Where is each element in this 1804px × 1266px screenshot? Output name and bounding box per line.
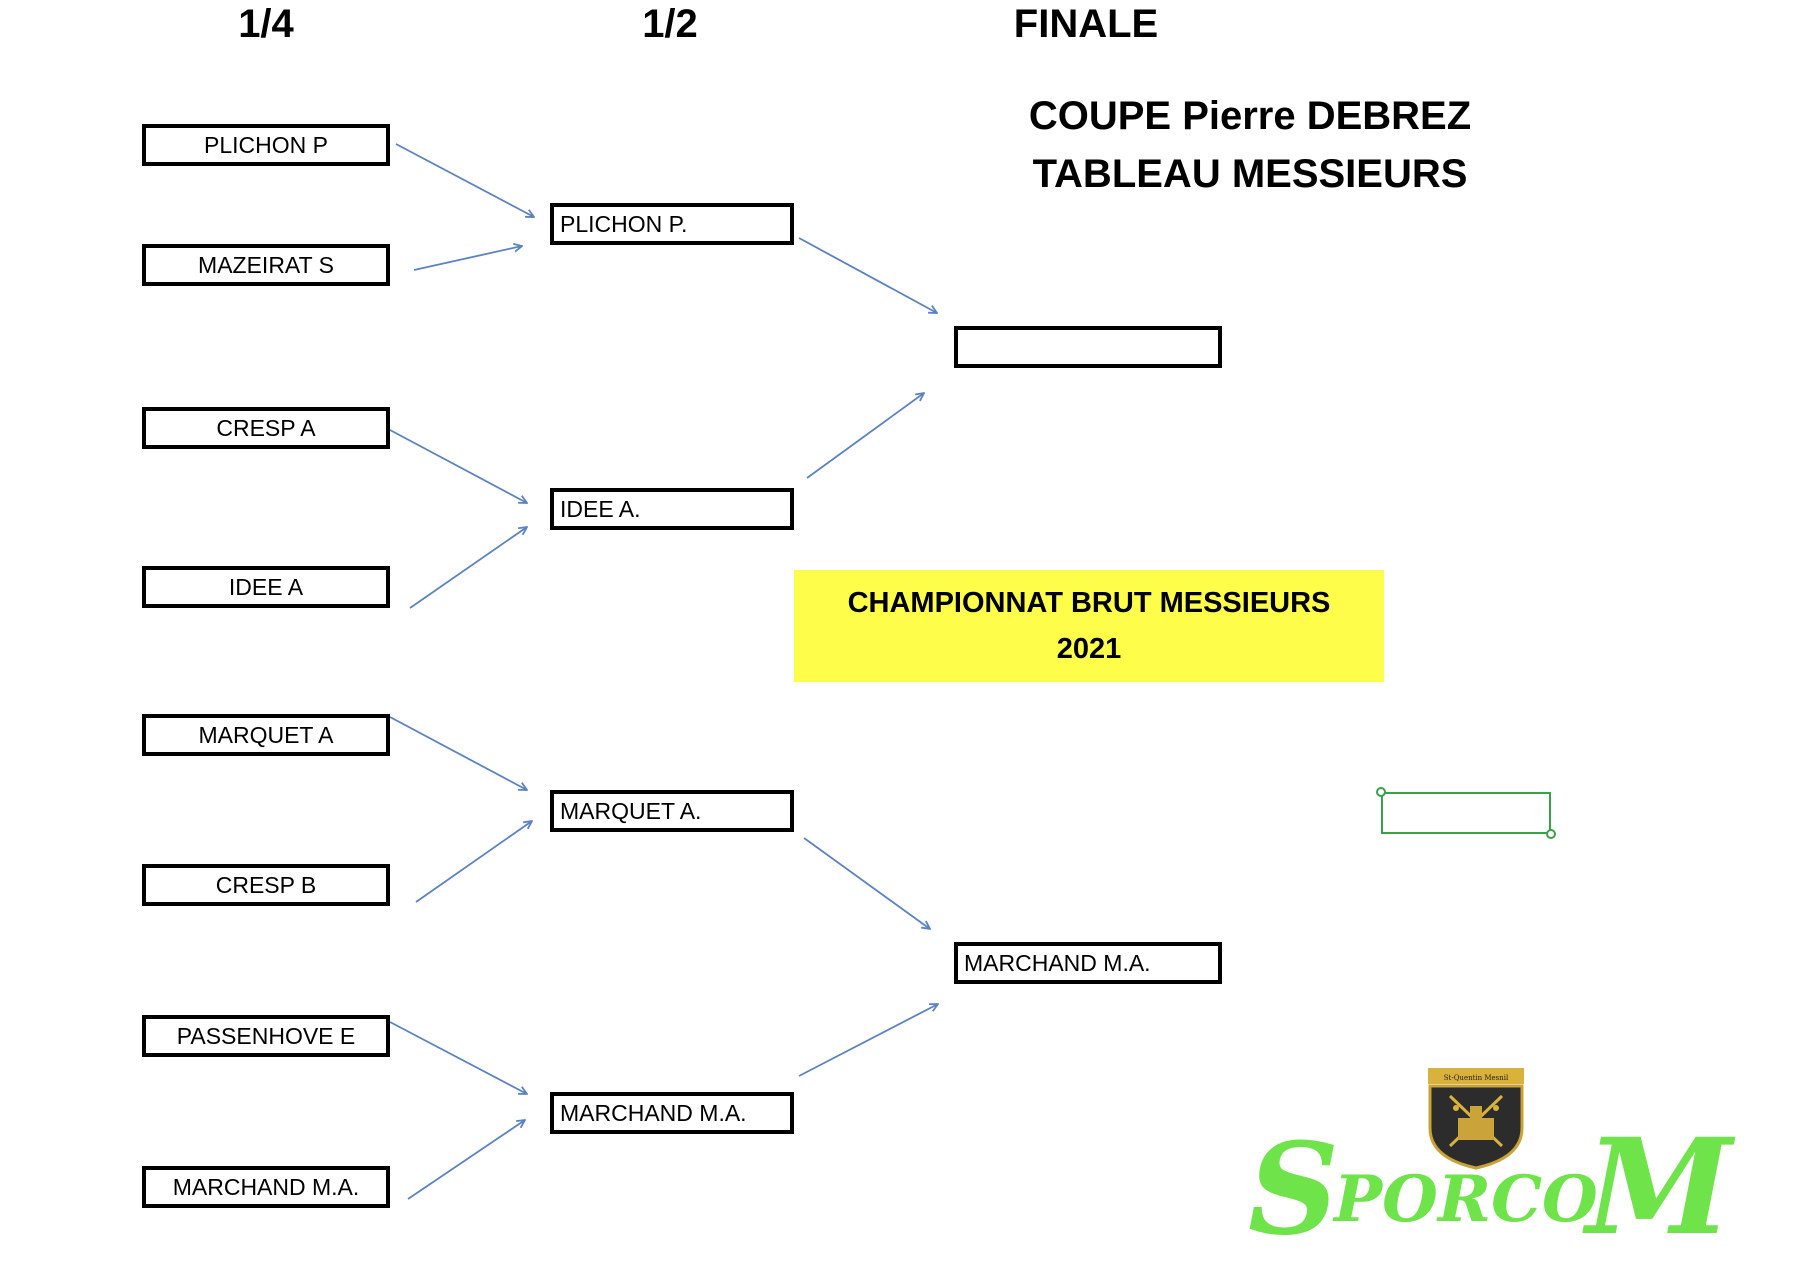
arrow-q2-s1: [413, 246, 522, 271]
title-cup: COUPE Pierre DEBREZ: [1028, 94, 1472, 138]
arrow-s2-f1: [806, 393, 924, 479]
quarterfinal-slot-5[interactable]: MARQUET A: [142, 714, 390, 756]
banner-year: 2021: [1056, 633, 1122, 665]
arrow-s4-f2: [798, 1004, 938, 1077]
logo-letter-m: M: [1586, 1110, 1733, 1265]
round-header-quarter: 1/4: [238, 2, 294, 46]
quarterfinal-slot-8[interactable]: MARCHAND M.A.: [142, 1166, 390, 1208]
crest-text: St-Quentin Mesnil: [1444, 1074, 1509, 1082]
arrow-q6-s3: [415, 821, 532, 903]
quarterfinal-slot-7[interactable]: PASSENHOVE E: [142, 1015, 390, 1057]
arrow-s1-f1: [798, 237, 937, 313]
banner-title: CHAMPIONNAT BRUT MESSIEURS: [847, 587, 1331, 619]
arrow-q1-s1: [395, 143, 534, 217]
round-header-semi: 1/2: [642, 2, 698, 46]
resize-handle-bottom-right[interactable]: [1546, 829, 1556, 839]
logo-letter-s: S: [1248, 1115, 1339, 1263]
semifinal-slot-1[interactable]: PLICHON P.: [550, 203, 794, 245]
quarterfinal-slot-2[interactable]: MAZEIRAT S: [142, 244, 390, 286]
semifinal-slot-3[interactable]: MARQUET A.: [550, 790, 794, 832]
quarterfinal-slot-6[interactable]: CRESP B: [142, 864, 390, 906]
quarterfinal-slot-3[interactable]: CRESP A: [142, 407, 390, 449]
quarterfinal-slot-1[interactable]: PLICHON P: [142, 124, 390, 166]
arrow-q7-s4: [389, 1021, 527, 1094]
selected-shape[interactable]: [1381, 792, 1551, 834]
round-header-final: FINALE: [1013, 2, 1159, 46]
arrow-q3-s2: [389, 429, 527, 503]
quarterfinal-slot-4[interactable]: IDEE A: [142, 566, 390, 608]
semifinal-slot-2[interactable]: IDEE A.: [550, 488, 794, 530]
title-table: TABLEAU MESSIEURS: [1032, 152, 1468, 196]
arrow-q4-s2: [409, 527, 527, 609]
resize-handle-top-left[interactable]: [1376, 787, 1386, 797]
logo-wordmark-middle: PORCO: [1334, 1162, 1598, 1237]
semifinal-slot-4[interactable]: MARCHAND M.A.: [550, 1092, 794, 1134]
club-crest-icon: St-Quentin Mesnil: [1428, 1068, 1524, 1170]
arrow-q8-s4: [407, 1120, 525, 1200]
arrow-q5-s3: [389, 716, 527, 790]
final-slot-1[interactable]: [954, 326, 1222, 368]
championship-banner: CHAMPIONNAT BRUT MESSIEURS 2021: [794, 570, 1384, 682]
arrow-s3-f2: [803, 837, 930, 929]
final-slot-2[interactable]: MARCHAND M.A.: [954, 942, 1222, 984]
